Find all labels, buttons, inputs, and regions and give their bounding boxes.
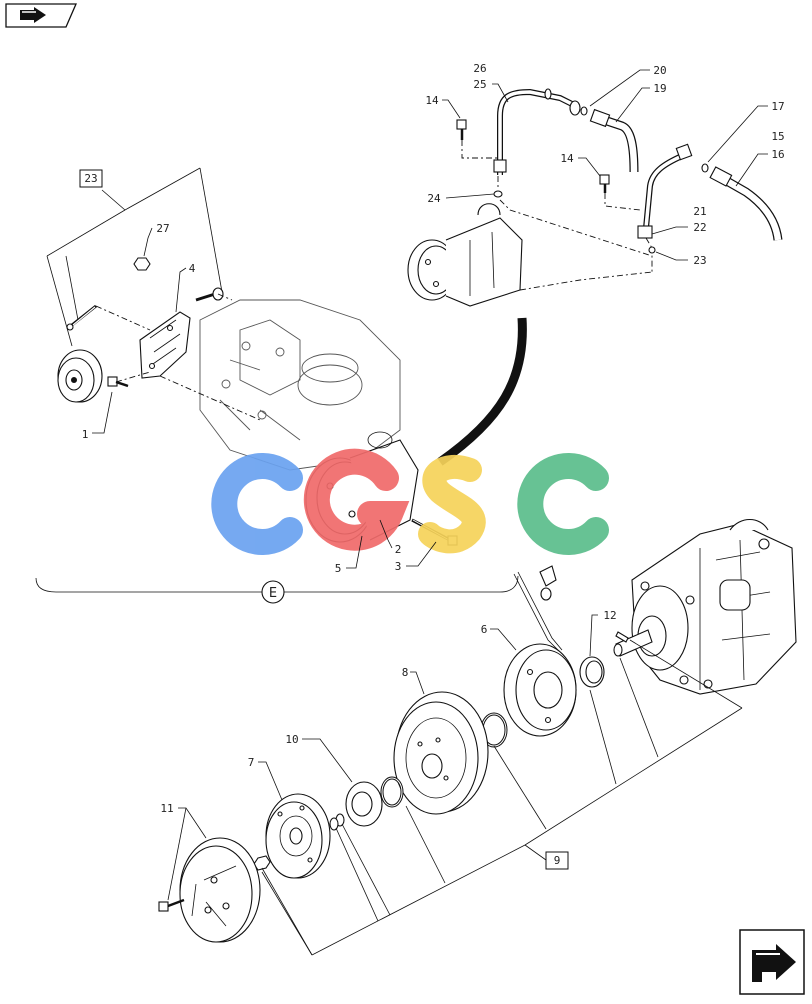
bearing-10 bbox=[345, 781, 383, 827]
bolt-long bbox=[66, 304, 97, 331]
pipe-21 bbox=[637, 143, 693, 239]
return-nav-button[interactable] bbox=[739, 929, 805, 995]
callout-22: 22 bbox=[693, 221, 706, 234]
callout-15: 15 bbox=[771, 130, 784, 143]
callout-14a: 14 bbox=[425, 94, 439, 107]
callout-9-box bbox=[545, 851, 569, 870]
armature-plate-7 bbox=[265, 793, 331, 879]
callout-2: 2 bbox=[395, 543, 402, 556]
callout-3: 3 bbox=[395, 560, 402, 573]
clutch-coil-6 bbox=[503, 643, 577, 737]
callout-11: 11 bbox=[160, 802, 173, 815]
o-ring-26 bbox=[493, 190, 503, 198]
callout-21: 21 bbox=[693, 205, 706, 218]
shim bbox=[329, 813, 345, 831]
callout-4: 4 bbox=[189, 262, 196, 275]
callout-8: 8 bbox=[402, 666, 409, 679]
callout-10: 10 bbox=[285, 733, 298, 746]
callout-20: 20 bbox=[653, 64, 666, 77]
callout-7: 7 bbox=[248, 756, 255, 769]
callout-9-leaders bbox=[261, 639, 743, 956]
title-badge[interactable] bbox=[5, 3, 77, 28]
compressor-top bbox=[407, 203, 523, 307]
idler-pulley bbox=[57, 349, 103, 403]
callout-1: 1 bbox=[82, 428, 89, 441]
callout-24: 26 bbox=[473, 62, 486, 75]
callout-13-box bbox=[79, 169, 103, 188]
detail-marker-e[interactable]: E bbox=[261, 580, 285, 604]
callout-9: 9 bbox=[554, 854, 561, 867]
detail-marker-label: E bbox=[269, 586, 277, 601]
o-ring-23 bbox=[648, 246, 656, 254]
callout-14b: 14 bbox=[560, 152, 574, 165]
bolt-14b bbox=[599, 174, 610, 193]
callout-26: 24 bbox=[427, 192, 441, 205]
callout-23: 23 bbox=[693, 254, 706, 267]
snap-ring-2 bbox=[380, 776, 404, 808]
wire-lead bbox=[513, 565, 563, 653]
o-ring-20 bbox=[580, 106, 588, 116]
compressor-shaft bbox=[613, 629, 653, 657]
bolt-cover bbox=[158, 898, 185, 912]
detail-bracket bbox=[35, 575, 519, 593]
nut-27 bbox=[133, 257, 151, 271]
callout-13-leaders bbox=[46, 167, 223, 347]
callout-5: 5 bbox=[335, 562, 342, 575]
pipe-24 bbox=[493, 88, 581, 175]
bolt-14a bbox=[456, 119, 467, 140]
callout-17: 17 bbox=[771, 100, 784, 113]
callout-16: 16 bbox=[771, 148, 784, 161]
hose-19 bbox=[589, 108, 639, 173]
detail-curve bbox=[437, 317, 527, 466]
key-pin bbox=[615, 631, 629, 643]
bolt-bracket bbox=[195, 287, 224, 302]
bracket bbox=[139, 311, 191, 379]
callout-27: 27 bbox=[156, 222, 169, 235]
cover-11 bbox=[179, 837, 261, 943]
arrow-right-icon bbox=[20, 7, 46, 23]
watermark-logo bbox=[211, 448, 609, 555]
pulley-8 bbox=[393, 691, 489, 815]
return-arrow-icon bbox=[752, 944, 796, 982]
callout-19: 19 bbox=[653, 82, 666, 95]
callout-6: 6 bbox=[481, 623, 488, 636]
callout-12: 12 bbox=[603, 609, 616, 622]
shaft-seal-12 bbox=[579, 656, 605, 688]
hose-15 bbox=[709, 166, 783, 241]
callout-13: 23 bbox=[84, 172, 97, 185]
callout-25: 25 bbox=[473, 78, 486, 91]
callout-labels: 23 27 4 1 14 26 25 20 19 17 15 16 14 24 … bbox=[79, 62, 785, 901]
o-ring-17 bbox=[701, 163, 709, 173]
compressor-body bbox=[631, 518, 797, 695]
